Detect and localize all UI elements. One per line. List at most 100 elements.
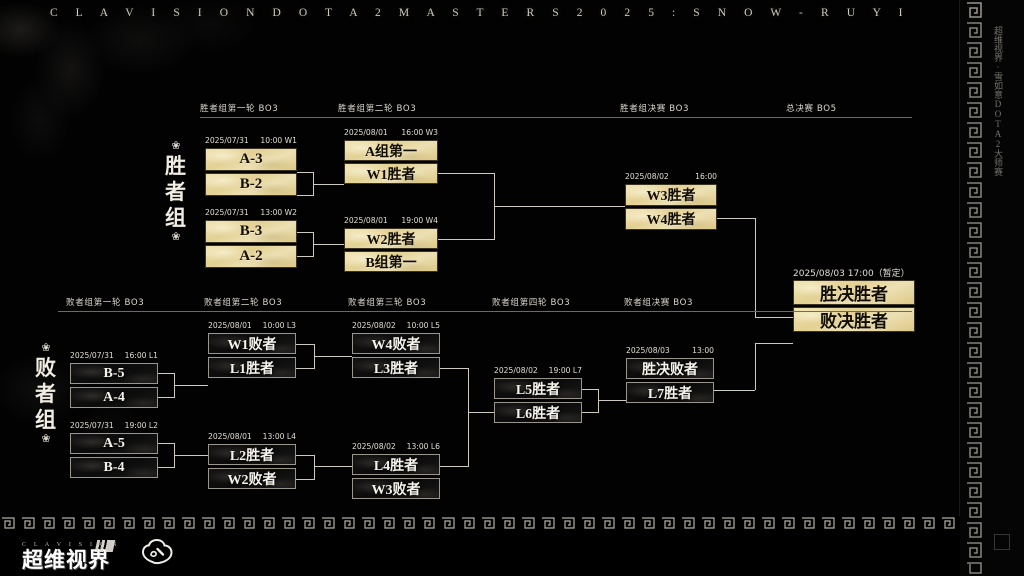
match-l4-date: 2025/08/01	[208, 432, 252, 441]
connector-l2-to-l4	[174, 455, 208, 456]
match-winners-final-slot-time: 16:00	[695, 172, 717, 181]
match-l2-team-top[interactable]: A-5	[70, 433, 158, 454]
round-header-lower-0: 败者组第一轮 BO3	[66, 298, 145, 308]
connector-l6-out	[440, 466, 468, 467]
match-l2[interactable]: 2025/07/31 19:00 L2 A-5 B-4	[70, 421, 158, 478]
group-label-upper-char-1: 者	[165, 180, 187, 204]
match-w1-team-bottom[interactable]: B-2	[205, 173, 297, 196]
match-w4-team-top[interactable]: W2胜者	[344, 228, 438, 249]
match-winners-final[interactable]: 2025/08/02 16:00 W3胜者 W4胜者	[625, 172, 717, 230]
group-label-lower-char-1: 者	[35, 382, 57, 406]
match-w3-date: 2025/08/01	[344, 128, 388, 137]
match-w1-team-top[interactable]: A-3	[205, 148, 297, 171]
match-w2-slot-time: 13:00 W2	[260, 208, 297, 217]
match-w3-team-bottom[interactable]: W1胜者	[344, 163, 438, 184]
greek-key-pattern-icon	[967, 2, 982, 574]
match-l5-time: 2025/08/02 10:00 L5	[352, 321, 440, 330]
match-losers-final-time: 2025/08/03 13:00	[626, 346, 714, 355]
match-l6-team-top[interactable]: L4胜者	[352, 454, 440, 475]
match-winners-final-team-bottom[interactable]: W4胜者	[625, 208, 717, 230]
match-winners-final-date: 2025/08/02	[625, 172, 669, 181]
match-grand-final[interactable]: 2025/08/03 17:00（暂定） 胜决胜者 败决胜者	[793, 269, 915, 332]
connector-l2b-out	[158, 467, 174, 468]
match-w3[interactable]: 2025/08/01 16:00 W3 A组第一 W1胜者	[344, 128, 438, 184]
round-header-upper-3: 总决赛 BO5	[786, 104, 837, 114]
match-grand-final-date: 2025/08/03 17:00（暂定）	[793, 269, 910, 279]
round-header-upper-divider	[200, 117, 912, 118]
match-grand-final-team-bottom[interactable]: 败决胜者	[793, 307, 915, 332]
match-l7-team-bottom[interactable]: L6胜者	[494, 402, 582, 423]
connector-w2-to-w4	[313, 244, 344, 245]
match-w4-slot-time: 19:00 W4	[401, 216, 438, 225]
match-l1-team-top[interactable]: B-5	[70, 363, 158, 384]
match-l2-team-bottom[interactable]: B-4	[70, 457, 158, 478]
match-l3-team-bottom[interactable]: L1胜者	[208, 357, 296, 378]
match-losers-final[interactable]: 2025/08/03 13:00 胜决败者 L7胜者	[626, 346, 714, 403]
match-w2[interactable]: 2025/07/31 13:00 W2 B-3 A-2	[205, 208, 297, 268]
match-l4-team-top[interactable]: L2胜者	[208, 444, 296, 465]
connector-l3-to-l5	[314, 356, 352, 357]
footer-bar: C L A V I S I O N 超维视界	[0, 516, 960, 576]
match-losers-final-team-bottom[interactable]: L7胜者	[626, 382, 714, 403]
connector-l5-out	[440, 368, 468, 369]
connector-w4-out	[438, 239, 494, 240]
footer-greek-key-pattern-icon	[2, 517, 955, 529]
round-header-lower-2: 败者组第三轮 BO3	[348, 298, 427, 308]
match-w4[interactable]: 2025/08/01 19:00 W4 W2胜者 B组第一	[344, 216, 438, 272]
match-l2-time: 2025/07/31 19:00 L2	[70, 421, 158, 430]
match-l4-team-bottom[interactable]: W2败者	[208, 468, 296, 489]
match-l7-team-top[interactable]: L5胜者	[494, 378, 582, 399]
match-l7[interactable]: 2025/08/02 19:00 L7 L5胜者 L6胜者	[494, 366, 582, 423]
ornament-icon-bottom-upper: ❀	[171, 231, 181, 243]
match-l6-slot-time: 13:00 L6	[406, 442, 440, 451]
group-label-lower: ❀ 败 者 组 ❀	[26, 342, 66, 446]
match-l1-team-bottom[interactable]: A-4	[70, 387, 158, 408]
connector-l7-to-lf	[598, 400, 626, 401]
match-l3-date: 2025/08/01	[208, 321, 252, 330]
match-grand-final-team-top[interactable]: 胜决胜者	[793, 280, 915, 305]
match-l3-team-top[interactable]: W1败者	[208, 333, 296, 354]
match-w4-team-bottom[interactable]: B组第一	[344, 251, 438, 272]
connector-w1-to-w3	[313, 184, 344, 185]
match-l6[interactable]: 2025/08/02 13:00 L6 L4胜者 W3败者	[352, 442, 440, 499]
connector-l56-to-l7	[468, 412, 494, 413]
match-w2-team-bottom[interactable]: A-2	[205, 245, 297, 268]
group-label-upper-char-0: 胜	[165, 154, 187, 178]
connector-l1-to-l3	[174, 385, 208, 386]
match-losers-final-team-top[interactable]: 胜决败者	[626, 358, 714, 379]
match-l6-team-bottom[interactable]: W3败者	[352, 478, 440, 499]
match-l4[interactable]: 2025/08/01 13:00 L4 L2胜者 W2败者	[208, 432, 296, 489]
match-l5-team-top[interactable]: W4败者	[352, 333, 440, 354]
match-l1-time: 2025/07/31 16:00 L1	[70, 351, 158, 360]
match-w3-time: 2025/08/01 16:00 W3	[344, 128, 438, 137]
group-label-upper: ❀ 胜 者 组 ❀	[156, 140, 196, 244]
match-winners-final-time: 2025/08/02 16:00	[625, 172, 717, 181]
ornament-icon-top-lower: ❀	[41, 342, 51, 354]
round-header-lower-3: 败者组第四轮 BO3	[492, 298, 571, 308]
match-w1[interactable]: 2025/07/31 10:00 W1 A-3 B-2	[205, 136, 297, 196]
match-l7-slot-time: 19:00 L7	[548, 366, 582, 375]
match-winners-final-team-top[interactable]: W3胜者	[625, 184, 717, 206]
match-losers-final-slot-time: 13:00	[692, 346, 714, 355]
connector-lf-to-gf	[755, 343, 793, 344]
round-header-upper-1: 胜者组第二轮 BO3	[338, 104, 417, 114]
footer-brand-mark-icon	[94, 540, 116, 552]
connector-w2b-out	[297, 256, 313, 257]
connector-wf-out	[717, 218, 755, 219]
match-l4-slot-time: 13:00 L4	[262, 432, 296, 441]
connector-w1b-out	[297, 195, 313, 196]
match-w3-slot-time: 16:00 W3	[401, 128, 438, 137]
connector-l4-join	[314, 455, 315, 480]
match-losers-final-date: 2025/08/03	[626, 346, 670, 355]
page-title: C L A V I S I O N D O T A 2 M A S T E R …	[49, 7, 911, 19]
match-l5-team-bottom[interactable]: L3胜者	[352, 357, 440, 378]
match-l5[interactable]: 2025/08/02 10:00 L5 W4败者 L3胜者	[352, 321, 440, 378]
match-l1[interactable]: 2025/07/31 16:00 L1 B-5 A-4	[70, 351, 158, 408]
match-l3[interactable]: 2025/08/01 10:00 L3 W1败者 L1胜者	[208, 321, 296, 378]
match-l4-time: 2025/08/01 13:00 L4	[208, 432, 296, 441]
connector-l4-to-l6	[314, 466, 352, 467]
match-w2-team-top[interactable]: B-3	[205, 220, 297, 243]
match-l3-slot-time: 10:00 L3	[262, 321, 296, 330]
connector-l2-out	[158, 443, 174, 444]
match-w3-team-top[interactable]: A组第一	[344, 140, 438, 161]
